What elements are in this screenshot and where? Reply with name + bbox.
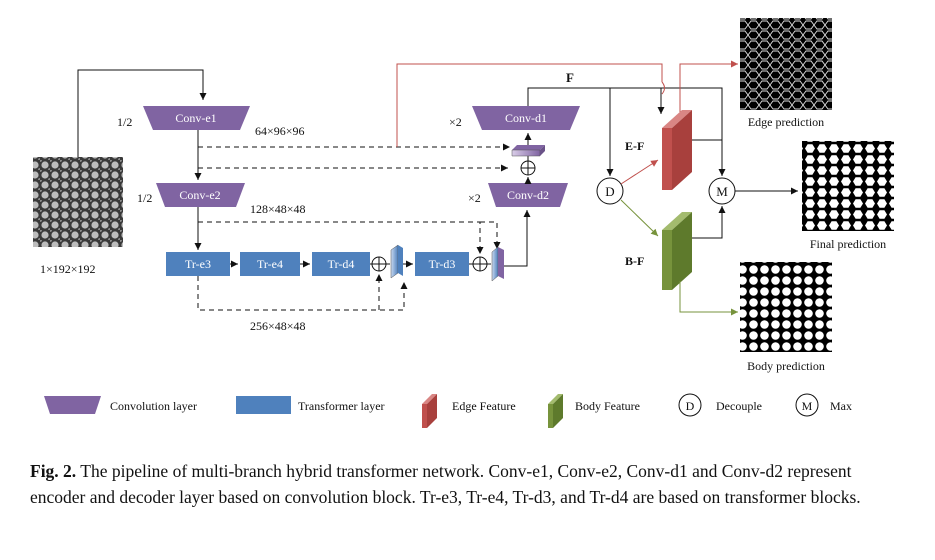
fusion-slab-1 [390, 244, 403, 279]
caption-text: The pipeline of multi-branch hybrid tran… [30, 461, 861, 507]
scale-half-1: 1/2 [117, 115, 132, 129]
add-node-1 [371, 256, 387, 272]
bf-label: B-F [625, 254, 644, 268]
decouple-node-label: D [605, 184, 614, 199]
final-prediction-label: Final prediction [810, 237, 886, 251]
conv-d2-label: Conv-d2 [507, 188, 549, 202]
legend-conv-swatch [44, 396, 101, 414]
conv-e1-block [143, 106, 250, 130]
edge-line-hop [661, 81, 665, 95]
legend-decouple-swatch [678, 393, 702, 417]
tr-e3-block [166, 252, 230, 276]
conv-d1-label: Conv-d1 [505, 111, 547, 125]
tr-d3-label: Tr-d3 [429, 257, 456, 271]
d1-to-feature [527, 87, 726, 176]
edge-skip-line [396, 63, 663, 147]
body-prediction-label: Body prediction [747, 359, 825, 373]
conv-e2-label: Conv-e2 [179, 188, 220, 202]
decouple-to-ef [620, 159, 659, 185]
fusion-slab-3 [511, 145, 545, 157]
conv-d1-block [472, 106, 580, 130]
legend-decouple-label: Decouple [716, 399, 762, 413]
scale-x2-1: ×2 [449, 115, 462, 129]
legend-max-swatch [795, 393, 819, 417]
input-size-label: 1×192×192 [40, 262, 96, 276]
legend-transformer-swatch [236, 396, 291, 414]
conv-e1-label: Conv-e1 [175, 111, 216, 125]
dim-label-1: 64×96×96 [255, 124, 305, 138]
fuse2-to-d2 [504, 210, 531, 267]
body-feature-block [662, 212, 692, 290]
tr-e4-block [240, 252, 300, 276]
dim-label-3: 256×48×48 [250, 319, 306, 333]
legend-decouple-symbol: D [686, 399, 695, 413]
edge-prediction-image [740, 18, 832, 110]
tr-d4-label: Tr-d4 [328, 257, 355, 271]
tr-e3-label: Tr-e3 [185, 257, 211, 271]
decouple-to-bf [620, 199, 659, 237]
tr-d3-block [415, 252, 469, 276]
skip-e2-trd3 [198, 221, 484, 254]
skip-e2-fuse [480, 221, 501, 249]
edge-prediction-label: Edge prediction [748, 115, 824, 129]
max-node-label: M [716, 184, 728, 199]
caption-label: Fig. 2. [30, 461, 77, 481]
ef-label: E-F [625, 139, 644, 153]
figure-caption: Fig. 2. The pipeline of multi-branch hyb… [30, 458, 910, 510]
legend-transformer-label: Transformer layer [298, 399, 385, 413]
edge-to-prediction [679, 60, 738, 112]
tr-e4-label: Tr-e4 [257, 257, 283, 271]
conv-e2-block [156, 183, 245, 207]
scale-half-2: 1/2 [137, 191, 152, 205]
conv-d2-block [488, 183, 568, 207]
bf-to-body-prediction [679, 281, 738, 316]
input-image [33, 157, 123, 247]
tr-d4-block [312, 252, 370, 276]
skip-tre3-bottom [197, 276, 408, 311]
legend-edge-label: Edge Feature [452, 399, 516, 413]
decouple-node [596, 177, 624, 205]
legend-conv-label: Convolution layer [110, 399, 197, 413]
fusion-slab-2 [491, 246, 504, 282]
legend-edge-swatch [422, 394, 437, 428]
legend: Convolution layer Transformer layer Edge… [44, 393, 852, 428]
legend-body-label: Body Feature [575, 399, 640, 413]
final-prediction-image [802, 141, 894, 231]
legend-max-label: Max [830, 399, 852, 413]
body-prediction-image [740, 262, 832, 352]
legend-max-symbol: M [802, 399, 813, 413]
dim-label-2: 128×48×48 [250, 202, 306, 216]
scale-x2-2: ×2 [468, 191, 481, 205]
legend-body-swatch [548, 394, 563, 428]
feature-f-label: F [566, 70, 574, 85]
input-connection [77, 69, 207, 157]
bf-to-max [692, 206, 726, 239]
edge-feature-block [662, 110, 692, 190]
add-node-2 [472, 256, 488, 272]
add-node-3 [520, 160, 536, 176]
